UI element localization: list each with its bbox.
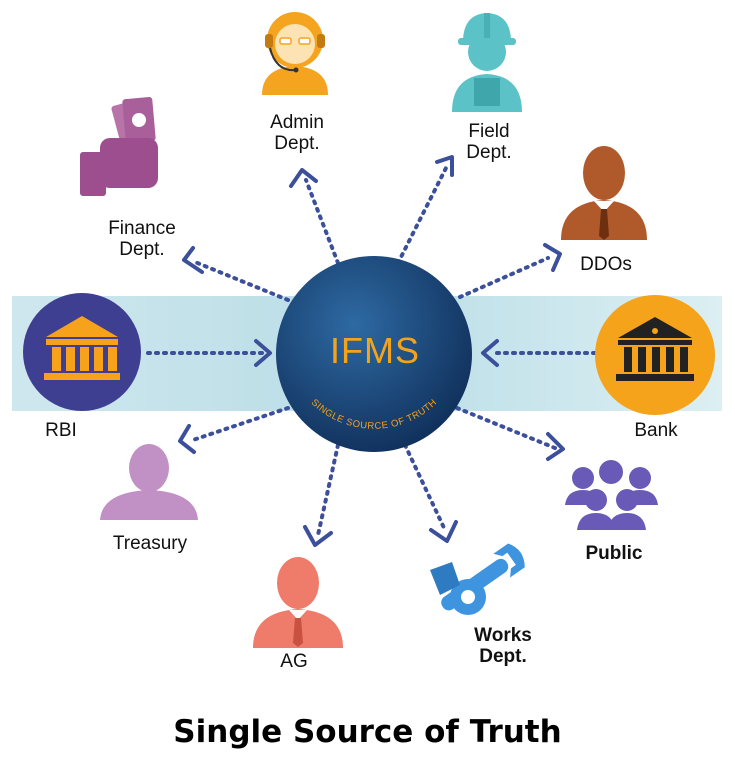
people-group-icon: [565, 460, 658, 530]
rbi-bank-icon: [23, 293, 141, 411]
hand-holding-money-icon: [80, 97, 158, 196]
arrow-bank-to-ifms: [481, 339, 597, 367]
finance-dept-label: Finance Dept.: [108, 218, 176, 260]
connector-arrows: [146, 155, 597, 547]
arrow-to-field: [396, 155, 454, 265]
ddos-label: DDOs: [580, 254, 632, 275]
arrow-to-ddos: [458, 243, 562, 299]
ag-businessman-icon: [253, 557, 343, 648]
bank-building-icon: [595, 295, 715, 415]
businessman-icon: [561, 146, 647, 240]
treasury-label: Treasury: [112, 533, 188, 554]
bank-label: Bank: [634, 420, 678, 441]
ifms-title: IFMS: [330, 330, 420, 371]
ifms-hub: SINGLE SOURCE OF TRUTH: [276, 256, 472, 452]
field-dept-label: Field Dept.: [466, 121, 512, 163]
wrench-gear-icon: [430, 543, 525, 615]
arrow-to-admin: [289, 168, 340, 265]
arrow-to-finance: [182, 246, 290, 302]
arrow-to-works: [403, 443, 458, 543]
arrow-to-public: [455, 406, 565, 461]
arrow-rbi-to-ifms: [146, 339, 272, 367]
arrow-to-treasury: [178, 406, 290, 454]
person-icon: [100, 444, 198, 520]
rbi-label: RBI: [45, 420, 77, 441]
footer-title: Single Source of Truth: [173, 714, 562, 750]
ag-label: AG: [280, 651, 308, 672]
admin-dept-label: Admin Dept.: [270, 112, 324, 154]
arrow-to-ag: [303, 443, 340, 547]
works-dept-label: Works Dept.: [474, 625, 532, 667]
call-center-operator-icon: [262, 12, 328, 95]
construction-worker-icon: [452, 13, 522, 112]
public-label: Public: [585, 543, 643, 564]
